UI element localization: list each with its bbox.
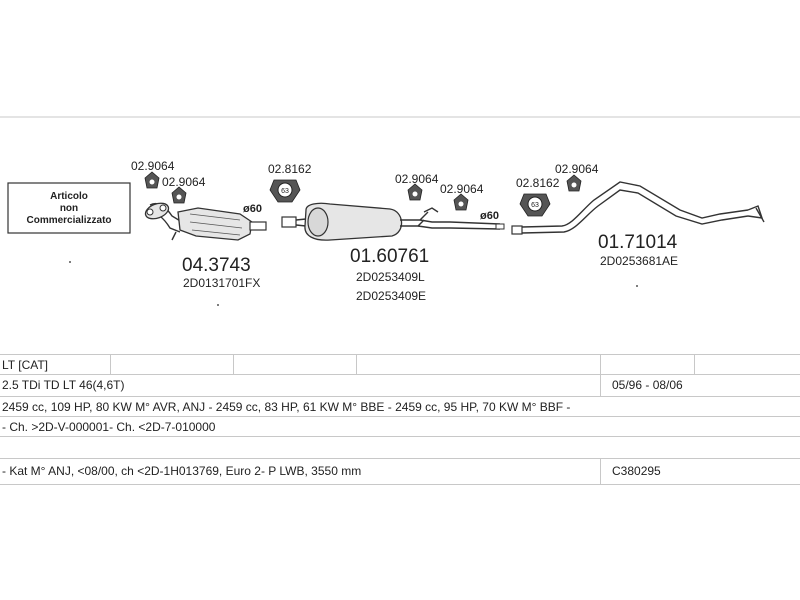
hanger-icon bbox=[407, 183, 423, 201]
hanger-icon bbox=[144, 171, 160, 189]
dot-marker bbox=[217, 304, 219, 306]
table-column-divider bbox=[600, 374, 601, 396]
table-row-chassis: - Ch. >2D-V-000001- Ch. <2D-7-010000 bbox=[0, 416, 800, 437]
part-code-1: 04.3743 bbox=[182, 255, 251, 276]
part-catalytic-converter[interactable] bbox=[143, 200, 267, 241]
table-column-divider bbox=[356, 354, 357, 374]
date-range: 05/96 - 08/06 bbox=[612, 378, 683, 392]
clamp-code-1: 02.8162 bbox=[268, 162, 312, 176]
hanger-code-3: 02.9064 bbox=[395, 172, 439, 186]
clamp-icon: 63 bbox=[269, 179, 301, 203]
diameter-label-2: ø60 bbox=[480, 210, 499, 222]
hanger-code-2: 02.9064 bbox=[162, 175, 206, 189]
dot-marker bbox=[636, 285, 638, 287]
hanger-code-5: 02.9064 bbox=[555, 162, 599, 176]
clamp-code-2: 02.8162 bbox=[516, 176, 560, 190]
kit-code: C380295 bbox=[612, 464, 661, 478]
hanger-code-4: 02.9064 bbox=[440, 182, 484, 196]
not-sold-box: Articolo non Commercializzato bbox=[7, 182, 131, 234]
table-column-divider bbox=[110, 354, 111, 374]
not-sold-line2: non bbox=[60, 203, 78, 214]
table-row-notes: - Kat M° ANJ, <08/00, ch <2D-1H013769, E… bbox=[0, 458, 800, 485]
clamp-badge-2: 63 bbox=[531, 202, 539, 209]
part-ref-1: 2D0131701FX bbox=[183, 276, 260, 290]
exhaust-system-diagram: Articolo non Commercializzato 02.9064 02… bbox=[0, 116, 800, 306]
not-sold-line3: Commercializzato bbox=[26, 215, 111, 226]
table-column-divider bbox=[694, 354, 695, 374]
model-text: LT [CAT] bbox=[2, 358, 49, 372]
not-sold-line1: Articolo bbox=[50, 191, 88, 202]
chassis-text: - Ch. >2D-V-000001- Ch. <2D-7-010000 bbox=[2, 420, 216, 434]
part-middle-silencer[interactable] bbox=[281, 202, 505, 241]
table-row-engine: 2.5 TDi TD LT 46(4,6T) 05/96 - 08/06 bbox=[0, 374, 800, 397]
clamp-badge-1: 63 bbox=[281, 188, 289, 195]
part-ref-3: 2D0253681AE bbox=[600, 254, 678, 268]
table-column-divider bbox=[600, 354, 601, 374]
notes-text: - Kat M° ANJ, <08/00, ch <2D-1H013769, E… bbox=[2, 464, 362, 478]
diameter-label-1: ø60 bbox=[243, 203, 262, 215]
table-row-specs: 2459 cc, 109 HP, 80 KW M° AVR, ANJ - 245… bbox=[0, 396, 800, 417]
hanger-code-1: 02.9064 bbox=[131, 159, 175, 173]
hanger-icon bbox=[566, 174, 582, 192]
clamp-icon: 63 bbox=[519, 193, 551, 217]
table-column-divider bbox=[600, 458, 601, 484]
table-column-divider bbox=[233, 354, 234, 374]
hanger-icon bbox=[453, 193, 469, 211]
hanger-icon bbox=[171, 186, 187, 204]
table-row-spacer bbox=[0, 436, 800, 459]
part-ref-2a: 2D0253409L bbox=[356, 270, 425, 284]
table-row-model: LT [CAT] bbox=[0, 354, 800, 375]
engine-text: 2.5 TDi TD LT 46(4,6T) bbox=[2, 378, 125, 392]
table-bottom-border bbox=[0, 484, 800, 485]
specs-text: 2459 cc, 109 HP, 80 KW M° AVR, ANJ - 245… bbox=[2, 400, 571, 414]
dot-marker bbox=[69, 261, 71, 263]
part-code-3: 01.71014 bbox=[598, 232, 678, 253]
part-code-2: 01.60761 bbox=[350, 246, 429, 267]
part-tail-pipe[interactable] bbox=[511, 181, 765, 235]
part-ref-2b: 2D0253409E bbox=[356, 289, 426, 303]
